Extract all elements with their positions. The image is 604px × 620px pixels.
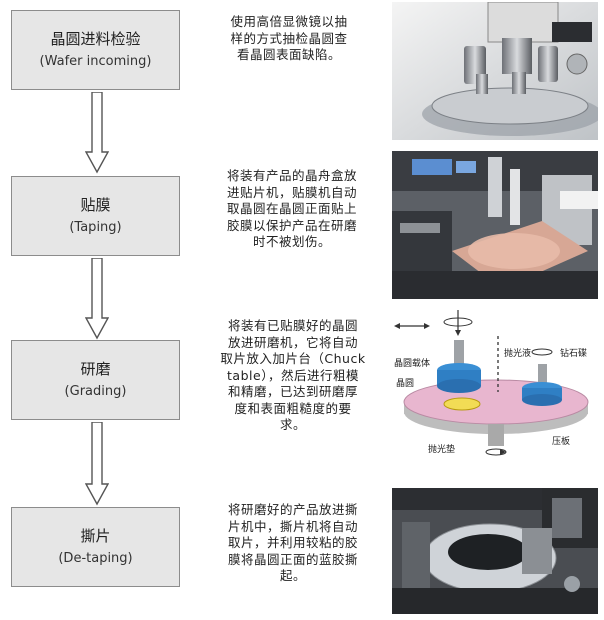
taping-machine-photo — [392, 151, 598, 299]
step-title: 研磨 — [80, 360, 111, 378]
step-title: 撕片 — [80, 527, 111, 545]
step-title: 晶圆进料检验 — [50, 30, 141, 48]
step-box-wafer-incoming: 晶圆进料检验 (Wafer incoming) — [11, 10, 180, 90]
step-title: 贴膜 — [80, 196, 111, 214]
step-box-grading: 研磨 (Grading) — [11, 340, 180, 420]
step-description: 将装有已贴膜好的晶圆 放进研磨机，它将自动 取片放入加片台（Chuck tabl… — [220, 318, 366, 432]
step-description: 将研磨好的产品放进撕 片机中，撕片机将自动 取片，并利用较粘的胶 膜将晶圆正面的… — [227, 502, 358, 583]
label-chuck: 晶圆载体 — [394, 357, 430, 369]
label-polish-fluid: 抛光液 — [504, 347, 531, 359]
step-description: 将装有产品的晶舟盒放 进贴片机，贴膜机自动 取晶圆在晶圆正面贴上 胶膜以保护产品… — [226, 168, 357, 249]
microscope-photo — [392, 2, 598, 140]
flow-arrow-down — [85, 422, 109, 506]
label-platen: 压板 — [552, 435, 570, 447]
step-subtitle: (Grading) — [64, 384, 127, 399]
label-pad: 抛光垫 — [428, 443, 455, 455]
label-wafer: 晶圆 — [396, 378, 414, 389]
step-subtitle: (Taping) — [69, 220, 122, 235]
step-box-taping: 贴膜 (Taping) — [11, 176, 180, 256]
label-wheel: 钻石碟 — [560, 347, 587, 359]
step-description: 使用高倍显微镜以抽 样的方式抽检晶圆查 看晶圆表面缺陷。 — [230, 14, 348, 62]
flow-arrow-down — [85, 258, 109, 340]
grinding-diagram: 晶圆载体 晶圆 抛光液 钻石碟 抛光垫 压板 — [392, 306, 598, 476]
de-taping-machine-photo — [392, 488, 598, 614]
step-subtitle: (De-taping) — [58, 551, 133, 566]
step-box-de-taping: 撕片 (De-taping) — [11, 507, 180, 587]
flow-arrow-down — [85, 92, 109, 174]
step-subtitle: (Wafer incoming) — [39, 54, 152, 69]
